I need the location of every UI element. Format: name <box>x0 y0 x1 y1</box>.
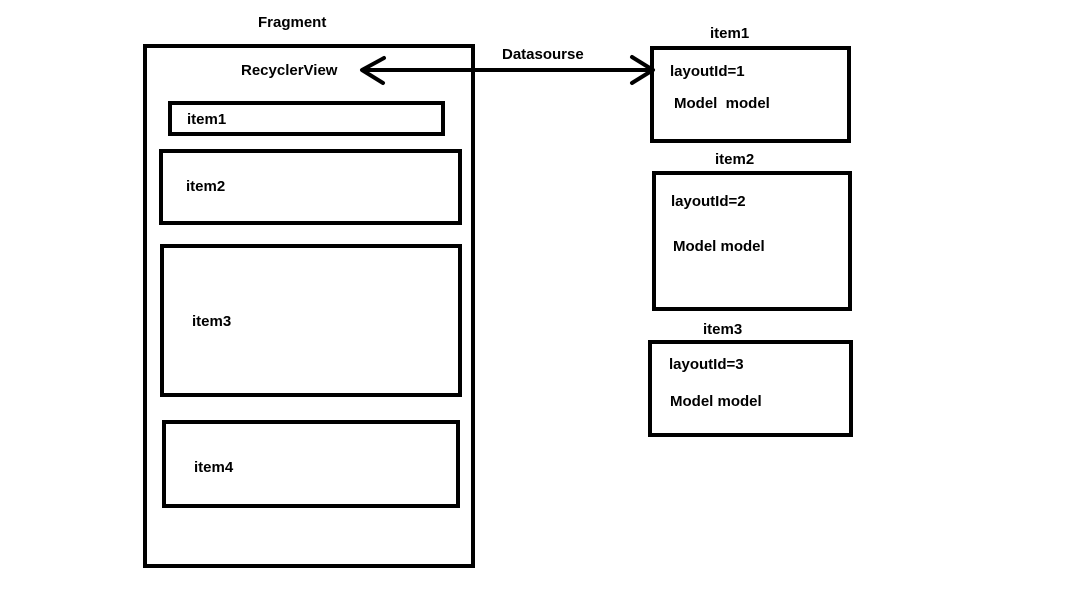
recyclerview-label: RecyclerView <box>241 62 338 79</box>
arrowhead-left <box>360 56 386 85</box>
data-item-3-box <box>648 340 853 437</box>
recycler-item-2-label: item2 <box>186 178 226 195</box>
data-item-1-title: item1 <box>710 25 750 42</box>
data-item-2-box <box>652 171 852 311</box>
fragment-box <box>143 44 475 568</box>
recycler-item-2-box <box>159 149 462 225</box>
recycler-item-1-box <box>168 101 445 136</box>
recycler-item-1-label: item1 <box>187 111 227 128</box>
fragment-title: Fragment <box>258 14 327 31</box>
data-item-3-layout: layoutId=3 <box>669 356 744 373</box>
recycler-item-3-label: item3 <box>192 313 232 330</box>
data-item-3-title: item3 <box>703 321 743 338</box>
data-item-1-layout: layoutId=1 <box>670 63 745 80</box>
data-item-2-title: item2 <box>715 151 755 168</box>
data-item-3-model: Model model <box>670 393 762 410</box>
recycler-item-4-label: item4 <box>194 459 234 476</box>
recycler-item-3-box <box>160 244 462 397</box>
data-item-1-box <box>650 46 851 143</box>
data-item-1-model: Model model <box>674 95 770 112</box>
data-item-2-model: Model model <box>673 238 765 255</box>
datasource-label: Datasourse <box>502 46 584 63</box>
recycler-item-4-box <box>162 420 460 508</box>
data-item-2-layout: layoutId=2 <box>671 193 746 210</box>
